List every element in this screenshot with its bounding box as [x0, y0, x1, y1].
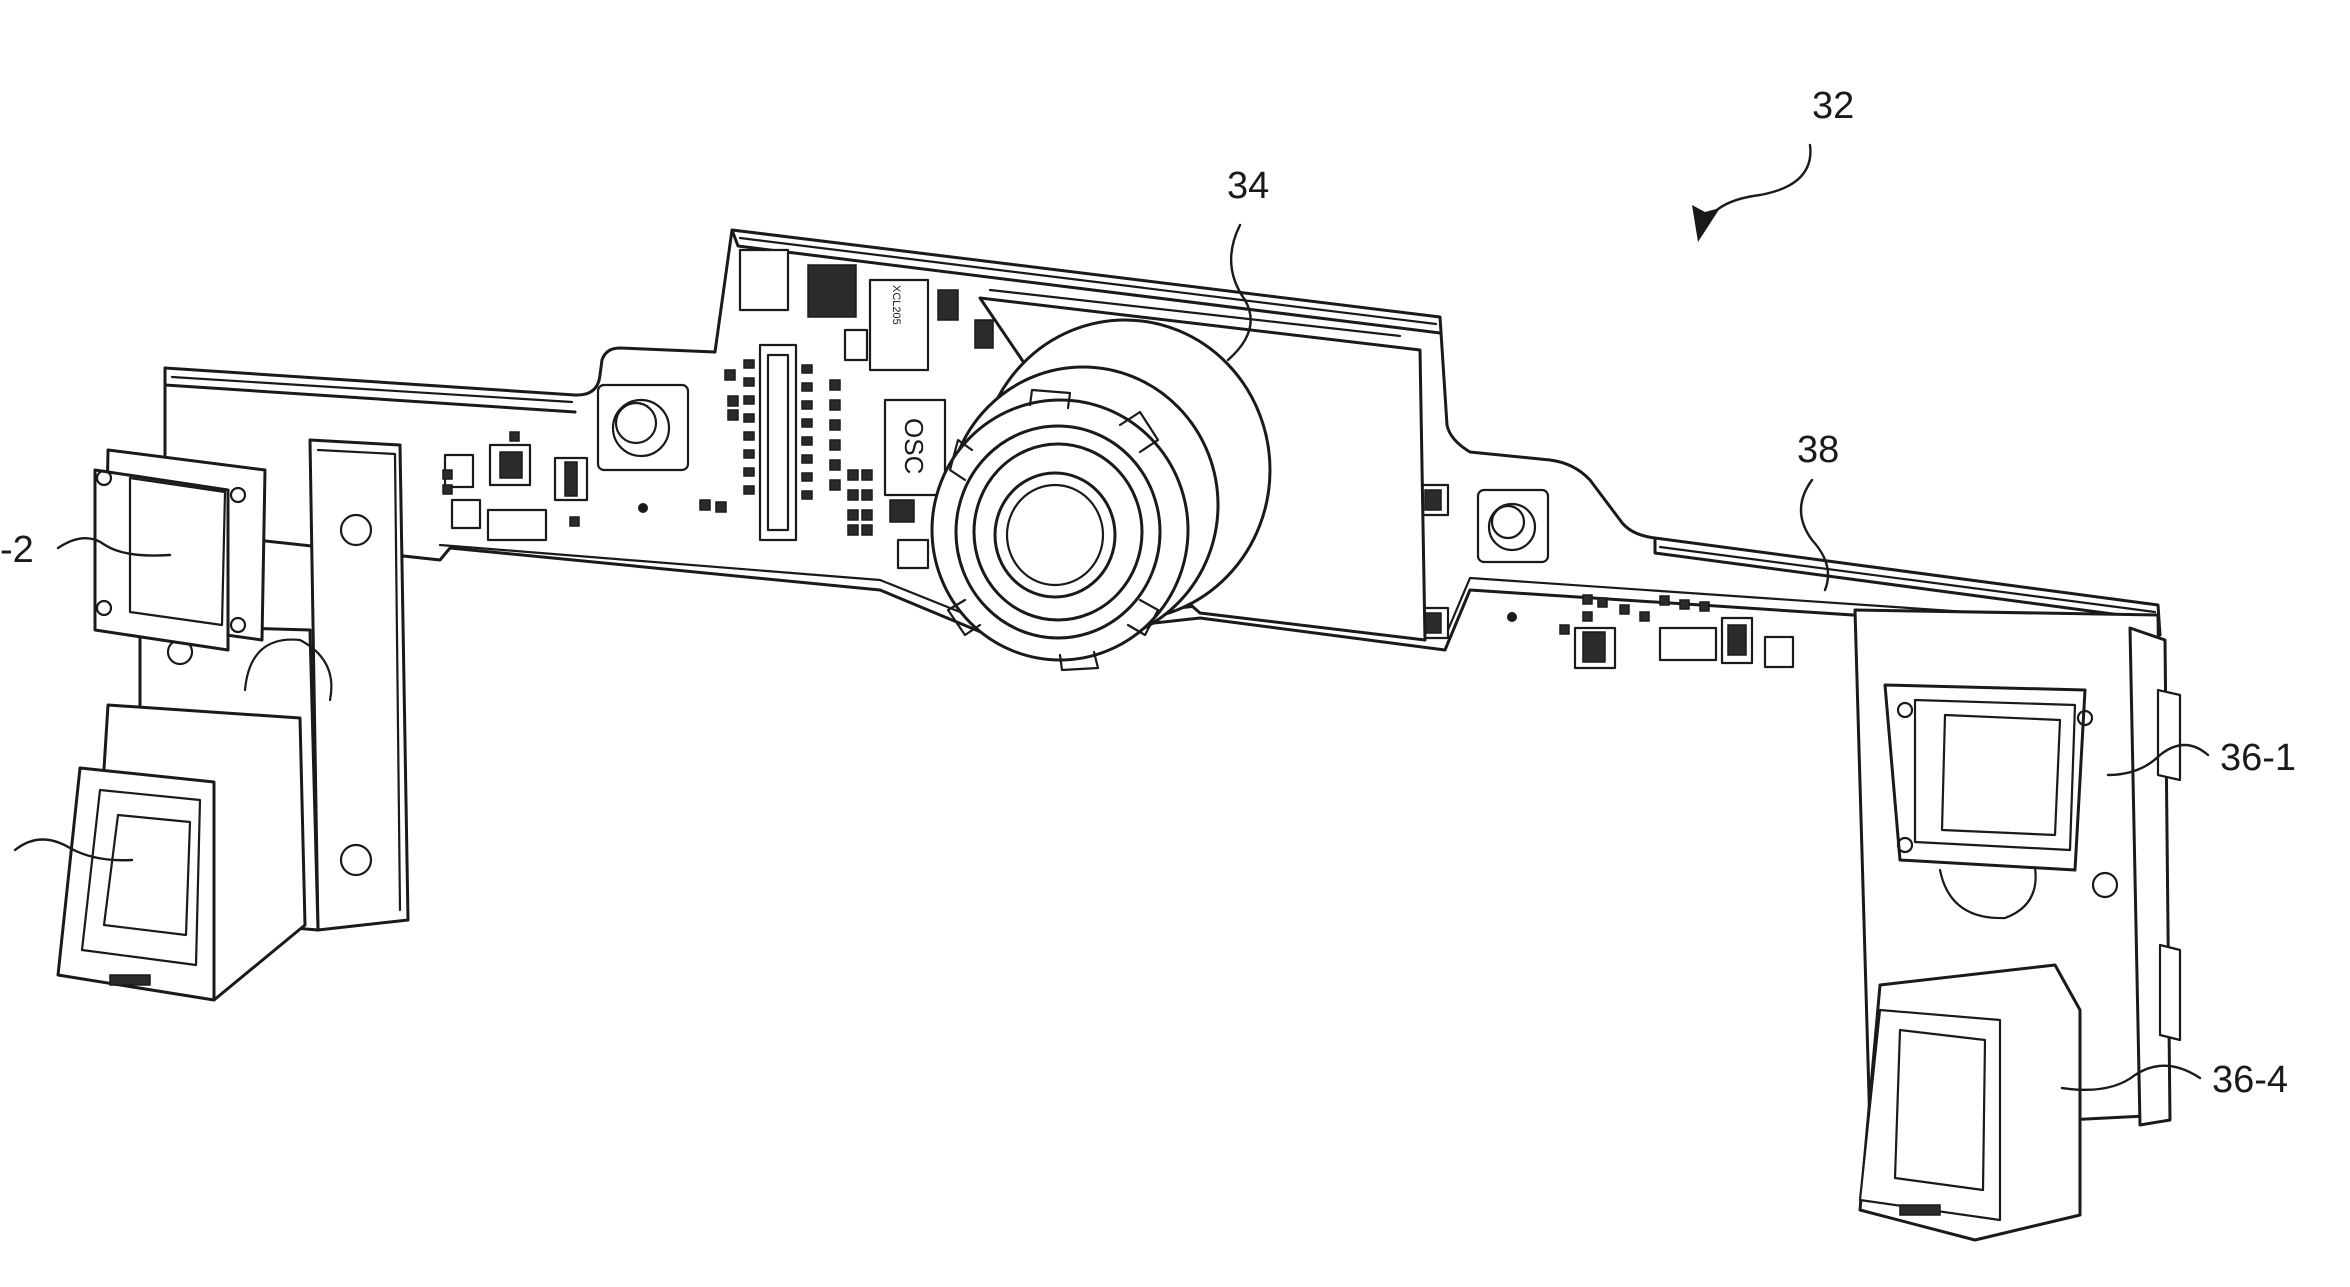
right-sensor-bracket	[1853, 608, 2182, 1242]
chip-marking: XCL205	[890, 285, 902, 325]
reference-labels: 32 34 38 -2 36-1 36-4	[0, 85, 2296, 1101]
label-sensor-4: 36-4	[2212, 1059, 2288, 1101]
oscillator-marking: OSC	[899, 418, 929, 474]
leader-sensor-2	[56, 537, 172, 557]
leader-sensor-1	[2106, 743, 2210, 777]
leader-sensor-3	[13, 838, 134, 862]
leader-assembly	[1706, 143, 1812, 222]
leader-board	[1799, 478, 1830, 592]
arrowhead-assembly	[1692, 205, 1720, 242]
label-assembly: 32	[1812, 85, 1854, 127]
leader-sensor-4	[2060, 1064, 2202, 1091]
mounting-holes	[596, 383, 1550, 622]
label-sensor-2: -2	[0, 529, 34, 571]
board-components: XCL205	[442, 248, 1795, 670]
label-board: 38	[1797, 429, 1839, 471]
label-camera: 34	[1227, 165, 1269, 207]
left-sensor-bracket	[56, 438, 410, 1002]
leader-camera	[1226, 223, 1252, 362]
camera-module	[930, 288, 1427, 672]
label-sensor-1: 36-1	[2220, 737, 2296, 779]
